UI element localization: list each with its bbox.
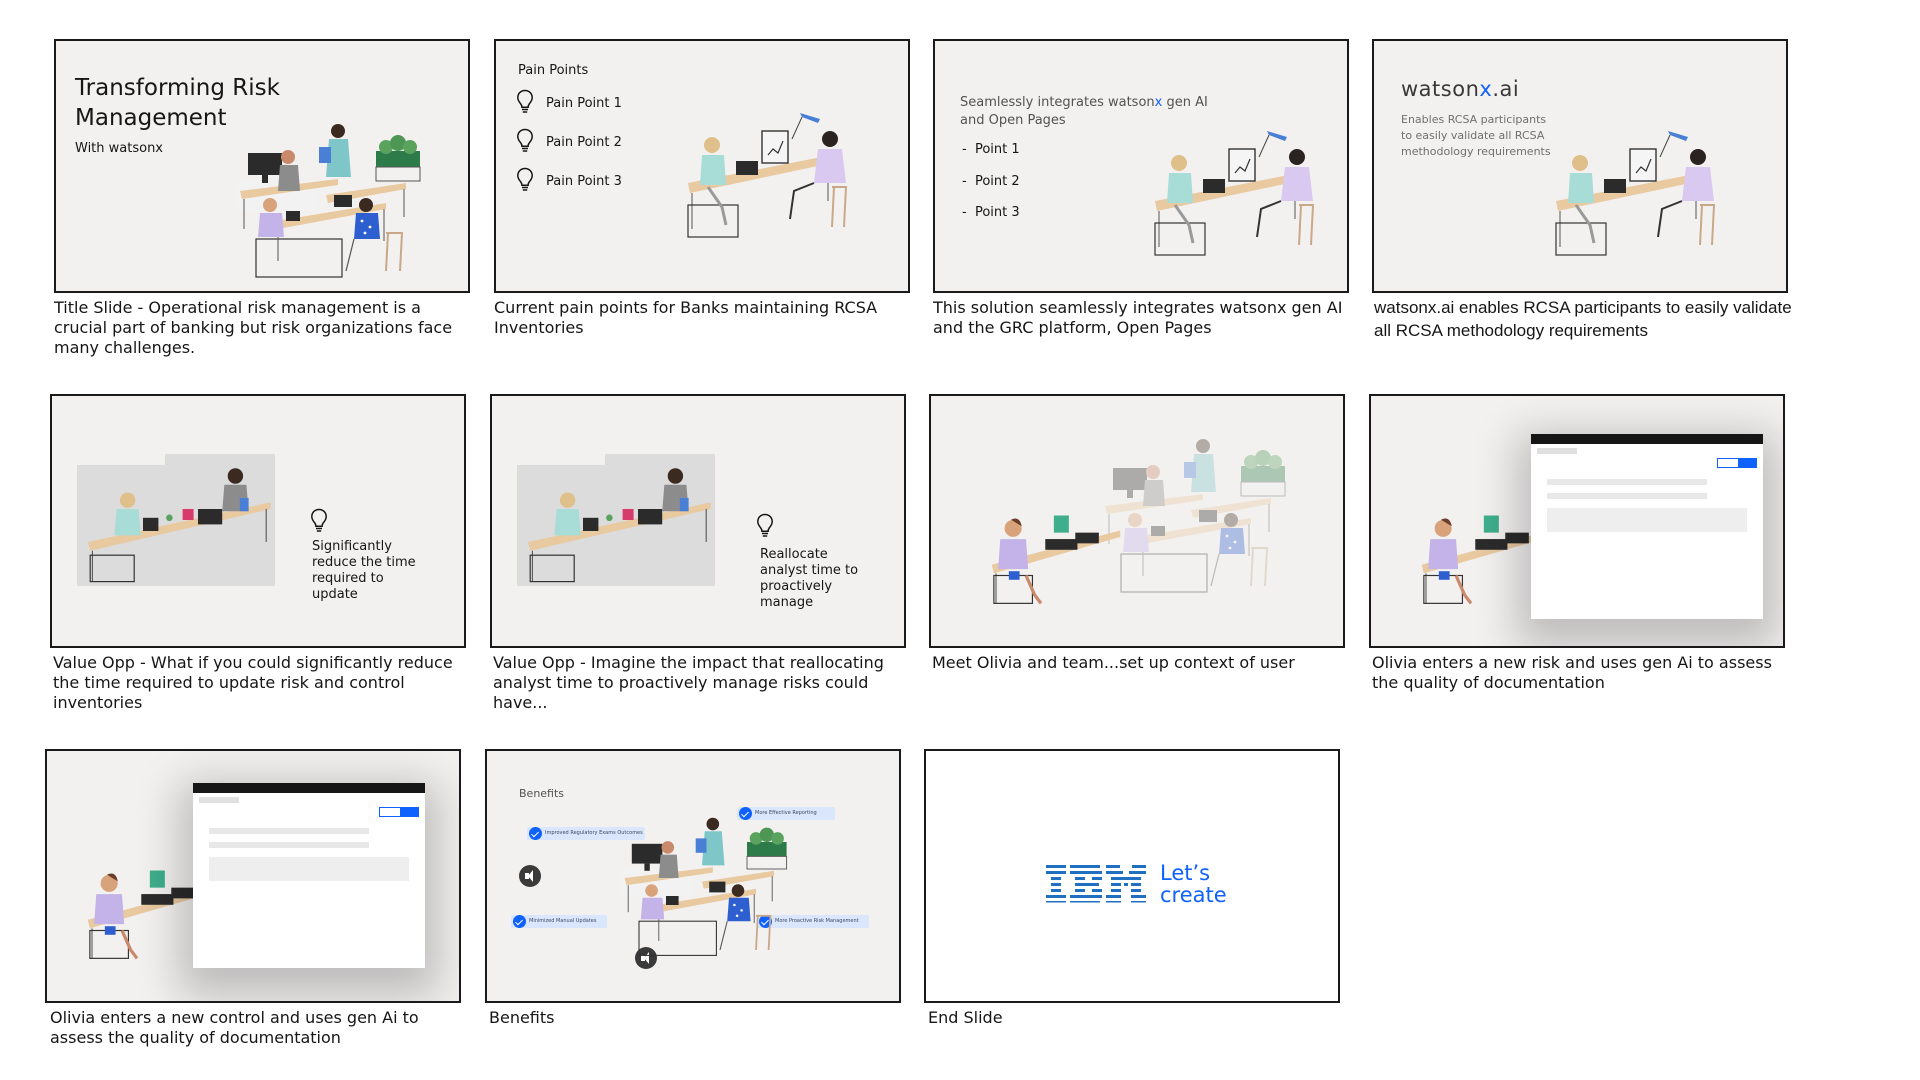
lightbulb-icon	[516, 89, 534, 115]
pain-point-item: Pain Point 3	[546, 174, 622, 189]
slide-caption: This solution seamlessly integrates wats…	[933, 298, 1343, 337]
slide-heading: Pain Points	[518, 63, 589, 78]
slide-caption: Value Opp - What if you could significan…	[53, 653, 453, 712]
ibm-logo	[1046, 865, 1146, 903]
slide-title-line2: Management	[75, 105, 227, 131]
slide-text-line: methodology requirements	[1401, 145, 1551, 158]
workers-illustration	[682, 109, 862, 239]
lightbulb-icon	[516, 167, 534, 193]
pain-point-item: Pain Point 2	[546, 135, 622, 150]
slide-caption: Value Opp - Imagine the impact that real…	[493, 653, 884, 712]
app-window-primary-button	[401, 807, 419, 817]
speaker-icon[interactable]	[635, 947, 657, 969]
slide-thumbnail-value-opp-reallocate[interactable]: Reallocate analyst time to proactively m…	[490, 394, 906, 648]
lightbulb-icon	[756, 513, 774, 539]
benefit-pill: Minimized Manual Updates	[511, 915, 607, 928]
slide-text-line: Enables RCSA participants	[1401, 113, 1547, 126]
slide-thumbnail-meet-olivia[interactable]	[929, 394, 1345, 648]
slide-thumbnail-pain-points[interactable]: Pain Points Pain Point 1 Pain Point 2 Pa…	[494, 39, 910, 293]
app-window-screenshot	[1531, 434, 1763, 619]
slide-text-line: proactively	[760, 579, 833, 594]
slide-thumbnail-benefits[interactable]: Benefits Improved Regulatory Exams Outco…	[485, 749, 901, 1003]
speaker-icon[interactable]	[519, 865, 541, 887]
olivia-illustration	[981, 468, 1131, 608]
slide-text-line: reduce the time	[312, 555, 416, 570]
app-window-titlebar	[193, 783, 425, 793]
slide-heading-line2: and Open Pages	[960, 113, 1066, 128]
slide-heading: Seamlessly integrates watsonx gen AI	[960, 95, 1208, 110]
slide-caption: Current pain points for Banks maintainin…	[494, 298, 878, 337]
app-window-primary-button	[1739, 458, 1757, 468]
slide-text-line: Reallocate	[760, 547, 828, 562]
app-window-textarea	[1547, 508, 1747, 532]
app-window-tab	[199, 797, 239, 803]
slide-text-line: analyst time to	[760, 563, 859, 578]
end-tagline-line1: Let’s	[1160, 861, 1211, 885]
app-window-field	[1547, 493, 1707, 499]
point-item: - Point 2	[962, 174, 1020, 189]
checkmark-icon	[513, 915, 526, 928]
desk-illustration	[77, 454, 297, 586]
slide-thumbnail-watsonx-ai[interactable]: watsonx.ai Enables RCSA participants to …	[1372, 39, 1788, 293]
desk-illustration	[517, 454, 737, 586]
watsonx-ai-logo: watsonx.ai	[1401, 77, 1520, 101]
app-window-tab	[1537, 448, 1577, 454]
slide-text-line: to easily validate all RCSA	[1401, 129, 1545, 142]
app-window-field	[209, 842, 369, 848]
lightbulb-icon	[516, 128, 534, 154]
app-window-field	[1547, 479, 1707, 485]
slide-title-line1: Transforming Risk	[75, 75, 280, 101]
slide-caption: Title Slide - Operational risk managemen…	[54, 298, 453, 357]
app-window-textarea	[209, 857, 409, 881]
slide-text-line: update	[312, 587, 358, 602]
end-tagline-line2: create	[1160, 883, 1227, 907]
slide-caption: End Slide	[928, 1008, 1003, 1027]
slide-thumbnail-value-opp-time[interactable]: Significantly reduce the time required t…	[50, 394, 466, 648]
point-item: - Point 3	[962, 205, 1020, 220]
app-window-screenshot	[193, 783, 425, 968]
slide-thumbnail-title[interactable]: Transforming Risk Management With watson…	[54, 39, 470, 293]
office-team-illustration	[226, 121, 426, 281]
app-window-field	[209, 828, 369, 834]
benefit-pill: Improved Regulatory Exams Outcomes	[527, 827, 645, 840]
slide-text-line: Significantly	[312, 539, 392, 554]
app-window-secondary-button	[1717, 458, 1739, 468]
workers-illustration	[1149, 127, 1329, 257]
slide-thumbnail-olivia-new-control[interactable]	[45, 749, 461, 1003]
checkmark-icon	[739, 807, 752, 820]
slide-text-line: manage	[760, 595, 814, 610]
lightbulb-icon	[310, 508, 328, 534]
slide-heading: Benefits	[519, 787, 565, 800]
checkmark-icon	[759, 915, 772, 928]
benefit-pill: More Proactive Risk Management	[757, 915, 869, 928]
slide-caption: Benefits	[489, 1008, 555, 1027]
point-item: - Point 1	[962, 142, 1020, 157]
slide-thumbnail-integration[interactable]: Seamlessly integrates watsonx gen AI and…	[933, 39, 1349, 293]
app-window-titlebar	[1531, 434, 1763, 444]
slide-subtitle: With watsonx	[75, 141, 164, 156]
pain-point-item: Pain Point 1	[546, 96, 622, 111]
slide-caption: Meet Olivia and team...set up context of…	[932, 653, 1295, 672]
slide-caption: watsonx.ai enables RCSA participants to …	[1374, 298, 1792, 340]
slide-caption: Olivia enters a new control and uses gen…	[50, 1008, 419, 1047]
app-window-secondary-button	[379, 807, 401, 817]
slide-thumbnail-end[interactable]: Let’s create	[924, 749, 1340, 1003]
benefit-pill: More Effective Reporting	[737, 807, 835, 820]
slide-text-line: required to	[312, 571, 384, 586]
slide-caption: Olivia enters a new risk and uses gen Ai…	[1372, 653, 1772, 692]
checkmark-icon	[529, 827, 542, 840]
slide-thumbnail-olivia-new-risk[interactable]	[1369, 394, 1785, 648]
workers-illustration	[1550, 127, 1730, 257]
office-team-illustration	[612, 815, 792, 959]
